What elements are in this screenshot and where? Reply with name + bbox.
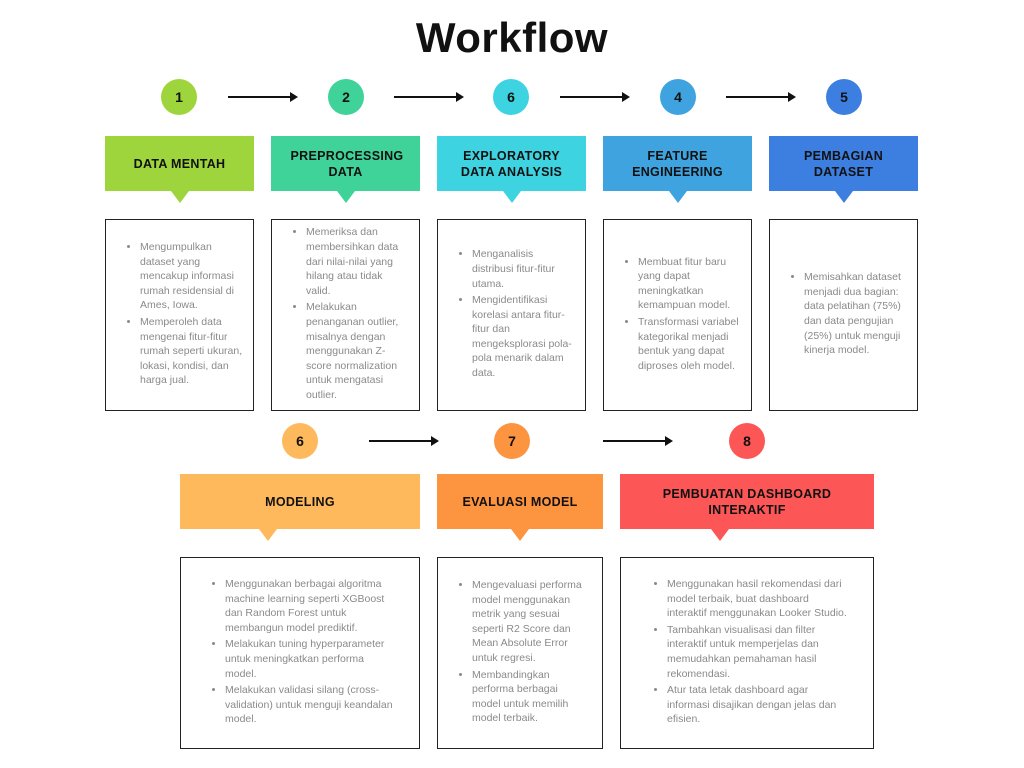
header-pointer [668, 191, 687, 203]
step-header-pembuatan-dashboard: PEMBUATAN DASHBOARD INTERAKTIF [620, 474, 874, 541]
bullet-item: Menganalisis distribusi fitur-fitur utam… [472, 247, 575, 291]
arrow-right-icon [726, 92, 796, 102]
header-pointer [511, 529, 529, 541]
bullet-list: Menggunakan berbagai algoritma machine l… [181, 577, 419, 729]
step-header-evaluasi-model: EVALUASI MODEL [437, 474, 603, 541]
step-header-label: PEMBUATAN DASHBOARD INTERAKTIF [662, 486, 832, 517]
bullet-list: Menggunakan hasil rekomendasi dari model… [621, 577, 873, 729]
step-description-box: Membuat fitur baru yang dapat meningkatk… [603, 219, 752, 411]
header-pointer [336, 191, 355, 203]
step-header-preprocessing-data: PREPROCESSING DATA [271, 136, 420, 203]
bullet-item: Atur tata letak dashboard agar informasi… [667, 683, 847, 727]
bullet-list: Memisahkan dataset menjadi dua bagian: d… [770, 270, 917, 360]
step-number-1: 1 [161, 79, 197, 115]
bullet-item: Melakukan tuning hyperparameter untuk me… [225, 637, 393, 681]
bullet-item: Mengumpulkan dataset yang mencakup infor… [140, 240, 243, 313]
arrow-right-icon [394, 92, 464, 102]
bullet-item: Membuat fitur baru yang dapat meningkatk… [638, 255, 741, 313]
step-description-box: Menggunakan hasil rekomendasi dari model… [620, 557, 874, 749]
step-header-label: EVALUASI MODEL [462, 494, 578, 509]
bullet-item: Memperoleh data mengenai fitur-fitur rum… [140, 315, 243, 388]
step-description-box: Menggunakan berbagai algoritma machine l… [180, 557, 420, 749]
header-pointer [502, 191, 521, 203]
page-title: Workflow [415, 14, 609, 61]
bullet-item: Membandingkan performa berbagai model un… [472, 668, 586, 726]
step-description-box: Memisahkan dataset menjadi dua bagian: d… [769, 219, 918, 411]
step-number-5: 5 [826, 79, 862, 115]
step-header-label: DATA MENTAH [133, 156, 226, 171]
bullet-list: Membuat fitur baru yang dapat meningkatk… [604, 255, 751, 376]
step-description-box: Menganalisis distribusi fitur-fitur utam… [437, 219, 586, 411]
bullet-item: Mengevaluasi performa model menggunakan … [472, 578, 586, 666]
bullet-item: Melakukan penanganan outlier, misalnya d… [306, 300, 409, 402]
step-header-exploratory-data-analysis: EXPLORATORY DATA ANALYSIS [437, 136, 586, 203]
bullet-item: Melakukan validasi silang (cross-validat… [225, 683, 393, 727]
step-header-label: PEMBAGIAN DATASET [803, 148, 884, 179]
step-number-2: 2 [328, 79, 364, 115]
bullet-item: Memeriksa dan membersihkan data dari nil… [306, 225, 409, 298]
step-number-3: 6 [493, 79, 529, 115]
bullet-list: Mengevaluasi performa model menggunakan … [438, 578, 602, 728]
bullet-item: Transformasi variabel kategorikal menjad… [638, 315, 741, 373]
header-pointer [711, 529, 729, 541]
step-description-box: Memeriksa dan membersihkan data dari nil… [271, 219, 420, 411]
step-description-box: Mengevaluasi performa model menggunakan … [437, 557, 603, 749]
step-header-label: FEATURE ENGINEERING [632, 148, 723, 179]
step-number-7: 7 [494, 423, 530, 459]
arrow-right-icon [603, 436, 673, 446]
step-header-label: MODELING [265, 494, 335, 509]
step-header-pembagian-dataset: PEMBAGIAN DATASET [769, 136, 918, 203]
step-header-modeling: MODELING [180, 474, 420, 541]
step-number-6: 6 [282, 423, 318, 459]
arrow-right-icon [228, 92, 298, 102]
bullet-list: Menganalisis distribusi fitur-fitur utam… [438, 247, 585, 382]
step-header-feature-engineering: FEATURE ENGINEERING [603, 136, 752, 203]
bullet-item: Memisahkan dataset menjadi dua bagian: d… [804, 270, 907, 358]
arrow-right-icon [560, 92, 630, 102]
step-header-label: PREPROCESSING DATA [290, 148, 404, 179]
arrow-right-icon [369, 436, 439, 446]
header-pointer [834, 191, 853, 203]
step-number-4: 4 [660, 79, 696, 115]
step-header-data-mentah: DATA MENTAH [105, 136, 254, 203]
header-pointer [170, 191, 189, 203]
bullet-item: Mengidentifikasi korelasi antara fitur-f… [472, 293, 575, 381]
step-header-label: EXPLORATORY DATA ANALYSIS [460, 148, 563, 179]
bullet-item: Menggunakan hasil rekomendasi dari model… [667, 577, 847, 621]
step-number-8: 8 [729, 423, 765, 459]
bullet-item: Menggunakan berbagai algoritma machine l… [225, 577, 393, 635]
step-description-box: Mengumpulkan dataset yang mencakup infor… [105, 219, 254, 411]
bullet-list: Mengumpulkan dataset yang mencakup infor… [106, 240, 253, 390]
header-pointer [259, 529, 277, 541]
bullet-list: Memeriksa dan membersihkan data dari nil… [272, 225, 419, 404]
bullet-item: Tambahkan visualisasi dan filter interak… [667, 623, 847, 681]
